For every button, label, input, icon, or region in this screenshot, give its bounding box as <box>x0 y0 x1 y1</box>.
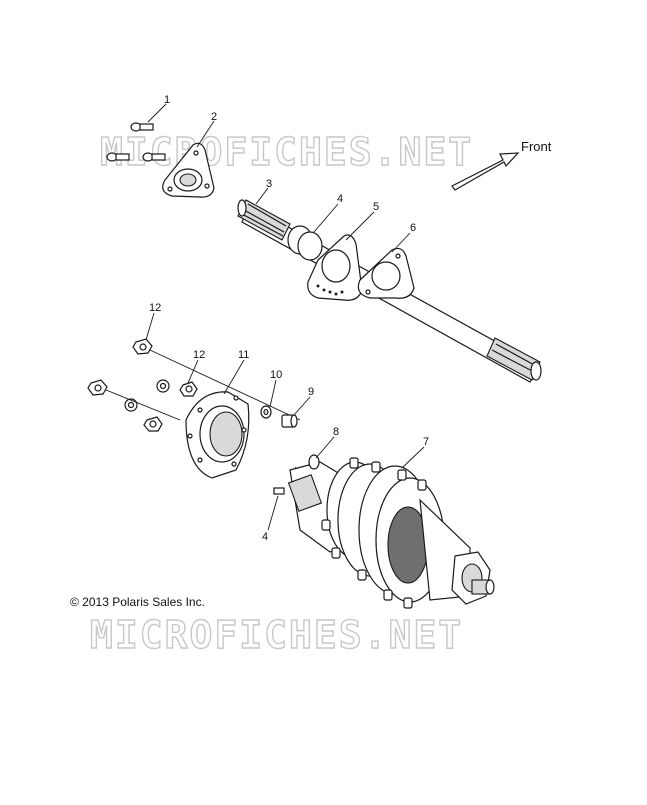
washer-12c <box>156 379 170 393</box>
stud-4-lower <box>273 487 285 495</box>
callout-5: 5 <box>373 201 379 213</box>
callout-7: 7 <box>423 436 429 448</box>
bearing-8 <box>308 454 320 470</box>
callout-1: 1 <box>164 94 170 106</box>
callout-2: 2 <box>211 111 217 123</box>
callout-9: 9 <box>308 386 314 398</box>
callout-10: 10 <box>270 369 282 381</box>
callout-4: 4 <box>337 193 343 205</box>
nut-12f <box>143 416 163 432</box>
plug-9 <box>281 414 298 428</box>
bolt-1b <box>106 152 130 162</box>
bolt-1c <box>142 152 166 162</box>
washer-10 <box>260 405 272 419</box>
callout-3: 3 <box>266 178 272 190</box>
watermark-top: MICROFICHES.NET <box>100 130 473 174</box>
nut-12a <box>132 338 153 355</box>
flange-plate-6 <box>357 247 415 299</box>
front-label: Front <box>521 139 552 154</box>
callout-8: 8 <box>333 426 339 438</box>
copyright-text: © 2013 Polaris Sales Inc. <box>70 595 205 609</box>
hub-plate-11 <box>185 391 250 479</box>
nut-12b <box>87 379 108 396</box>
watermark-bottom: MICROFICHES.NET <box>90 613 463 657</box>
callout-6: 6 <box>410 222 416 234</box>
callout-12b: 12 <box>193 349 205 361</box>
washer-12e <box>124 398 138 412</box>
callout-4-lower: 4 <box>262 531 268 543</box>
front-arrow-icon <box>451 152 520 191</box>
bolt-1a <box>130 122 154 132</box>
callout-12a: 12 <box>149 302 161 314</box>
flange-plate-5 <box>307 234 363 301</box>
nut-12d <box>179 381 198 397</box>
callout-11: 11 <box>238 349 249 361</box>
differential-assembly-7 <box>287 457 495 609</box>
